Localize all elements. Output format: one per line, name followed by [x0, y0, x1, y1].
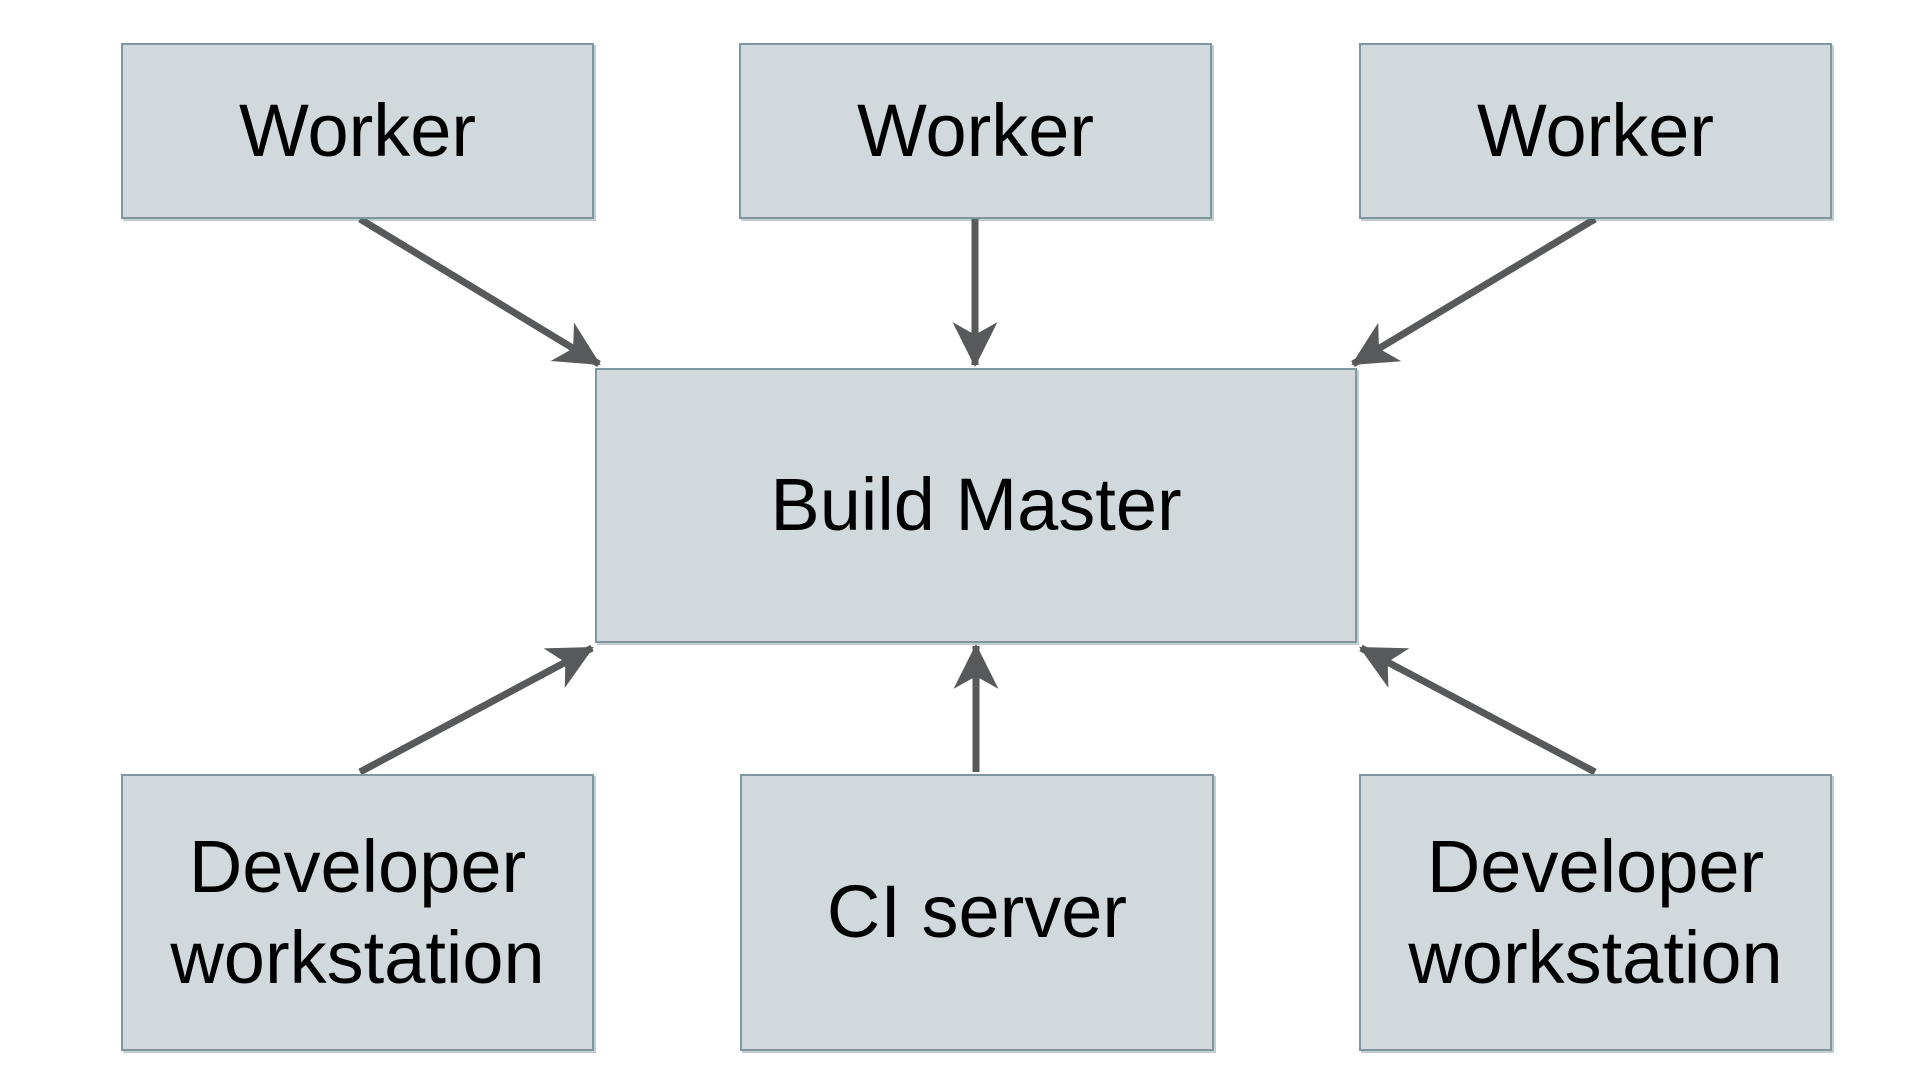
- node-worker-middle-label: Worker: [856, 88, 1095, 172]
- edge-worker-right-to-build-master: [1351, 215, 1597, 368]
- node-build-master-label: Build Master: [770, 463, 1182, 547]
- node-ci-server: CI server: [740, 774, 1214, 1051]
- edge-dev-workstation-left-to-build-master: [358, 644, 594, 776]
- node-worker-left-label: Worker: [238, 88, 477, 172]
- node-developer-workstation-right: Developer workstation: [1359, 774, 1832, 1051]
- edge-dev-workstation-right-to-build-master: [1359, 644, 1597, 776]
- node-worker-left: Worker: [121, 43, 594, 219]
- node-build-master: Build Master: [595, 368, 1357, 643]
- node-worker-right: Worker: [1359, 43, 1832, 219]
- node-developer-workstation-right-label: Developer workstation: [1408, 825, 1783, 999]
- node-worker-middle: Worker: [739, 43, 1212, 219]
- edge-worker-left-to-build-master: [358, 216, 601, 367]
- node-developer-workstation-left: Developer workstation: [121, 774, 594, 1051]
- node-worker-right-label: Worker: [1476, 88, 1715, 172]
- node-ci-server-label: CI server: [826, 870, 1128, 954]
- node-developer-workstation-left-label: Developer workstation: [170, 825, 545, 999]
